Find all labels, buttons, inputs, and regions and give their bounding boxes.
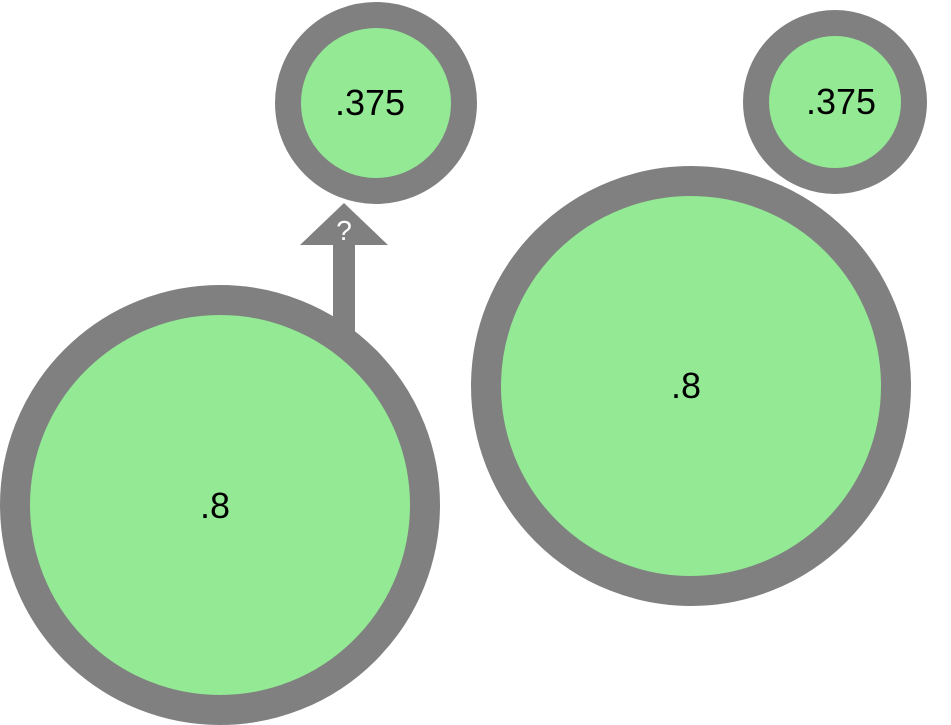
left-large-circle-label: .8 [200, 485, 230, 526]
left-group: ? .8 .375 [0, 2, 477, 725]
right-large-circle-label: .8 [671, 365, 701, 406]
left-small-circle-fill [288, 15, 464, 191]
right-small-circle-ring [743, 10, 927, 194]
left-large-circle-ring [0, 285, 440, 725]
left-arrow: ? [300, 203, 388, 335]
right-small-circle-fill [756, 23, 914, 181]
left-large-circle-fill [15, 300, 425, 710]
left-small-circle-label: .375 [335, 82, 405, 123]
right-large-circle: .8 [471, 166, 911, 606]
left-small-circle: .375 [275, 2, 477, 204]
right-small-circle: .375 [743, 10, 927, 194]
left-arrow-head [300, 203, 388, 245]
left-arrow-shaft [333, 240, 355, 335]
left-large-circle: .8 [0, 285, 440, 725]
left-arrow-label: ? [336, 215, 352, 246]
right-large-circle-ring [471, 166, 911, 606]
right-small-circle-label: .375 [806, 81, 876, 122]
left-small-circle-ring [275, 2, 477, 204]
right-group: .375 .8 [471, 10, 927, 606]
right-large-circle-fill [486, 181, 896, 591]
